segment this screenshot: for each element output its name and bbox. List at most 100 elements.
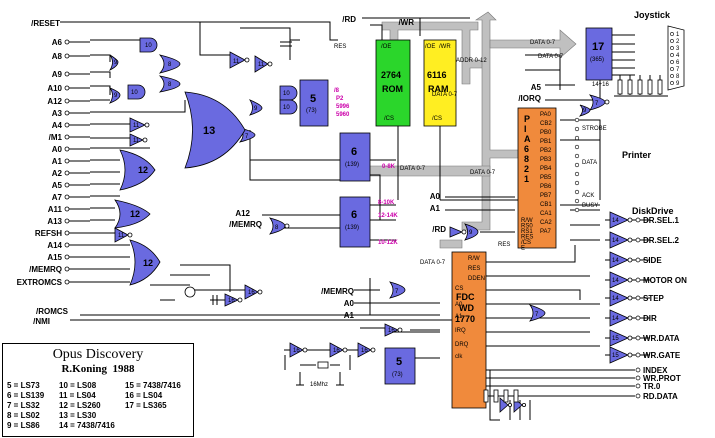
- gate-num: 16: [333, 348, 340, 354]
- disk-terminal: [635, 257, 641, 263]
- gate-num: 10: [283, 105, 290, 111]
- range-0-8k: 0-8K: [382, 164, 396, 170]
- gate-num: 9: [114, 93, 118, 99]
- bus-group: [359, 11, 577, 249]
- signal-terminal: [64, 218, 70, 224]
- joystick-pin: 2: [676, 39, 680, 45]
- year: 1988: [112, 363, 135, 375]
- u14-e: 14: [609, 289, 633, 307]
- data-bus-upper: [489, 29, 577, 59]
- signal-label: A10: [47, 84, 62, 93]
- gate-u16-a: 16: [244, 284, 263, 300]
- printer-terminal: [574, 162, 580, 168]
- gate-num: 9: [114, 60, 118, 66]
- disk-signal: SIDE: [643, 256, 662, 265]
- memrq-fdc-label: /MEMRQ: [321, 287, 354, 296]
- gate-num: 7: [535, 312, 539, 318]
- pia-pin-left: RS1: [521, 229, 533, 235]
- gate-num: 14: [612, 218, 619, 224]
- rom-name: ROM: [382, 84, 403, 94]
- gate-u11-d: 11: [114, 227, 133, 243]
- joystick-pin: 1: [676, 32, 680, 38]
- pia-letter: I: [524, 124, 527, 134]
- gate-u9-b: 9: [108, 87, 121, 104]
- annot-p2: P2: [336, 96, 344, 102]
- disk-terminal: [635, 375, 641, 381]
- gate-u9-a: 9: [108, 54, 119, 71]
- printer-terminal: [574, 135, 580, 141]
- decoder-u6a: 6 (139): [339, 132, 371, 182]
- diskdrive-heading: DiskDrive: [632, 206, 674, 216]
- pia-pin: PB6: [540, 184, 552, 190]
- joystick-heading: Joystick: [634, 10, 671, 20]
- pia-pin: PA0: [540, 112, 552, 118]
- signal-terminal: [64, 122, 70, 128]
- gate-num: 14: [612, 296, 619, 302]
- printer-terminal: [574, 117, 580, 123]
- legend-item: 13 = LS30: [59, 411, 97, 420]
- signal-terminal: [64, 71, 70, 77]
- rom-pin-cs: /CS: [384, 116, 394, 122]
- crystal-label: 16Mhz: [310, 382, 328, 388]
- pia-pin: CB2: [540, 121, 552, 127]
- gate-num: 12: [138, 165, 148, 175]
- fdc-pin: DRQ: [455, 342, 469, 348]
- gate-num: 14: [612, 258, 619, 264]
- range-10-12k: 10-12K: [378, 240, 398, 246]
- disk-signal: RD.DATA: [643, 392, 678, 401]
- legend-item: 12 = LS260: [59, 401, 101, 410]
- pia-letter: 6: [524, 144, 529, 154]
- data-bus-fdc: [439, 239, 463, 249]
- res-label-fdc: RES: [498, 242, 510, 248]
- addr-bus-label: ADDR 0-12: [456, 58, 487, 64]
- gate-u12-b: 12: [114, 199, 151, 229]
- pia-letter: 8: [524, 154, 529, 164]
- rom-chip: /OE 2764 ROM /CS: [375, 39, 411, 127]
- pia-pin: CA1: [540, 211, 552, 217]
- annot-5996: 5996: [336, 104, 350, 110]
- u14-a: 14: [609, 211, 633, 229]
- signal-label: /MEMRQ: [29, 265, 62, 274]
- legend-col-1: 5 = LS73 6 = LS139 7 = LS32 8 = LS02 9 =…: [7, 381, 44, 431]
- iorq-label: /IORQ: [518, 94, 541, 103]
- res-label: RES: [334, 44, 346, 50]
- data-bus-label-mid: DATA 0-7: [400, 166, 426, 172]
- printer-terminal: [574, 126, 580, 132]
- title-author: R.Koning 1988: [3, 363, 193, 375]
- legend-item: 5 = LS73: [7, 381, 40, 390]
- pia-pin-left: /CS: [521, 240, 531, 246]
- fdc-pin: IRQ: [455, 328, 466, 334]
- legend-item: 6 = LS139: [7, 391, 45, 400]
- pia-letter: 2: [524, 164, 529, 174]
- printer-signal: ACK: [582, 193, 594, 199]
- signal-label: A12: [47, 97, 62, 106]
- gate-u12-c: 12: [129, 239, 161, 286]
- u13-gate: 13: [184, 91, 246, 169]
- data-bus-label-pia: DATA 0-7: [470, 170, 496, 176]
- pia-letter: 1: [524, 174, 529, 184]
- gate-u8-c: 8: [268, 217, 290, 235]
- disk-terminal: [635, 277, 641, 283]
- gate-u7-b: 7: [388, 281, 406, 299]
- wr-label: /WR: [398, 18, 414, 27]
- gate-u16-c: 16: [289, 342, 308, 358]
- joystick-pin-dot: [670, 32, 674, 36]
- gates: 10 9 8 8 9 10 11 11 11 12 12 11 12 8 7 9…: [108, 37, 610, 413]
- legend-item: 17 = LS365: [125, 401, 167, 410]
- gate-u11-c: 11: [129, 117, 150, 133]
- printer-heading: Printer: [622, 150, 652, 160]
- joystick-pin-dot: [670, 53, 674, 57]
- signal-label: A13: [47, 217, 62, 226]
- fdc-pin: DDEN: [468, 276, 485, 282]
- gate-num: 11: [258, 62, 265, 68]
- signal-terminal: [64, 230, 70, 236]
- u5b-sub: (73): [392, 372, 403, 378]
- legend-col-2: 10 = LS08 11 = LS04 12 = LS260 13 = LS30…: [59, 381, 115, 431]
- ram-chip: /OE /WR 6116 RAM /CS: [423, 39, 457, 127]
- disk-terminal: [635, 217, 641, 223]
- legend-item: 16 = LS04: [125, 391, 163, 400]
- joystick-pin: 8: [676, 74, 680, 80]
- gate-num: 7: [595, 101, 599, 107]
- gate-num: 16: [248, 290, 255, 296]
